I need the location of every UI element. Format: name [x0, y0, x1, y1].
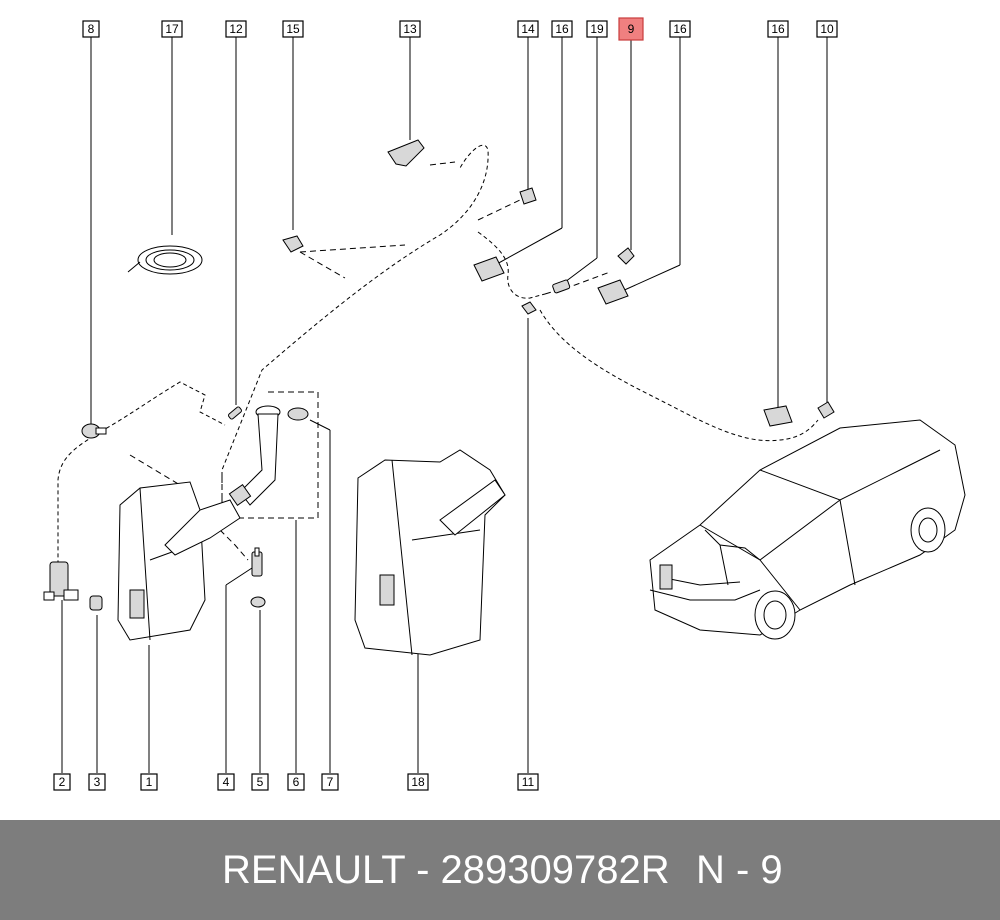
bottom-callout-5: 5	[251, 773, 269, 791]
hose-connector-19	[552, 279, 571, 294]
callout-number: 18	[411, 775, 425, 789]
reservoir-assembly-18	[354, 449, 506, 656]
coiled-hose-part	[127, 245, 203, 275]
callout-number: 16	[555, 22, 569, 36]
washer-jet-9	[617, 247, 635, 265]
hose-connector-11	[521, 301, 537, 315]
top-callout-14: 14	[517, 20, 539, 38]
bracket-16c	[763, 405, 793, 427]
callout-number: 13	[403, 22, 417, 36]
bottom-callout-4: 4	[217, 773, 235, 791]
callout-number: 14	[521, 22, 535, 36]
top-callout-17: 17	[161, 20, 183, 38]
top-callout-9: 9	[618, 17, 644, 41]
top-callout-10: 10	[816, 20, 838, 38]
top-callout-16: 16	[551, 20, 573, 38]
filler-neck-6	[228, 405, 281, 507]
level-sensor-4	[251, 547, 263, 577]
bottom-callout-6: 6	[287, 773, 305, 791]
top-callout-15: 15	[282, 20, 304, 38]
top-callout-19: 19	[586, 20, 608, 38]
bottom-callout-2: 2	[53, 773, 71, 791]
bracket-16b	[597, 279, 629, 305]
callout-number: 9	[628, 22, 635, 36]
callout-number: 8	[88, 22, 95, 36]
leader-lines	[61, 37, 828, 773]
callout-number: 12	[229, 22, 243, 36]
hose-clip-15	[282, 235, 304, 253]
grommet-8	[81, 423, 107, 439]
bottom-callout-18: 18	[407, 773, 429, 791]
hose-bracket-13	[387, 139, 425, 167]
bottom-callout-1: 1	[140, 773, 158, 791]
footer-part-number: RENAULT - 289309782R	[222, 848, 670, 892]
callout-number: 4	[223, 775, 230, 789]
bottom-callout-7: 7	[321, 773, 339, 791]
callouts-top: 8 17 12 15 13 14 16 19 9 16 16 10	[82, 17, 838, 41]
callout-number: 2	[59, 775, 66, 789]
callout-number: 6	[293, 775, 300, 789]
clip-12	[228, 406, 242, 420]
filler-cap-7	[287, 407, 309, 421]
bottom-callout-3: 3	[88, 773, 106, 791]
callout-number: 19	[590, 22, 604, 36]
sensor-seal-5	[250, 596, 266, 608]
callout-number: 11	[522, 775, 535, 789]
bottom-callout-11: 11	[517, 773, 539, 791]
hose-clip-14	[519, 187, 537, 205]
callout-number: 1	[146, 775, 153, 789]
top-callout-8: 8	[82, 20, 100, 38]
callout-number: 15	[286, 22, 300, 36]
callouts-bottom: 2 3 1 4 5 6 7 18 11	[53, 773, 539, 791]
hose-clip-10	[817, 401, 835, 419]
callout-number: 17	[165, 22, 179, 36]
callout-number: 7	[327, 775, 334, 789]
top-callout-16: 16	[669, 20, 691, 38]
pump-seal-3	[89, 595, 103, 611]
callout-number: 10	[820, 22, 834, 36]
callout-number: 3	[94, 775, 101, 789]
top-callout-13: 13	[399, 20, 421, 38]
footer-reference: N - 9	[696, 848, 783, 892]
top-callout-12: 12	[225, 20, 247, 38]
callout-number: 5	[257, 775, 264, 789]
top-callout-16: 16	[767, 20, 789, 38]
callout-number: 16	[771, 22, 785, 36]
bracket-16a	[473, 256, 505, 282]
washer-pump-2	[43, 561, 79, 601]
footer-bar: RENAULT - 289309782R N - 9	[0, 820, 1000, 920]
washer-reservoir-1	[117, 481, 241, 641]
car-illustration	[649, 419, 966, 640]
callout-number: 16	[673, 22, 687, 36]
